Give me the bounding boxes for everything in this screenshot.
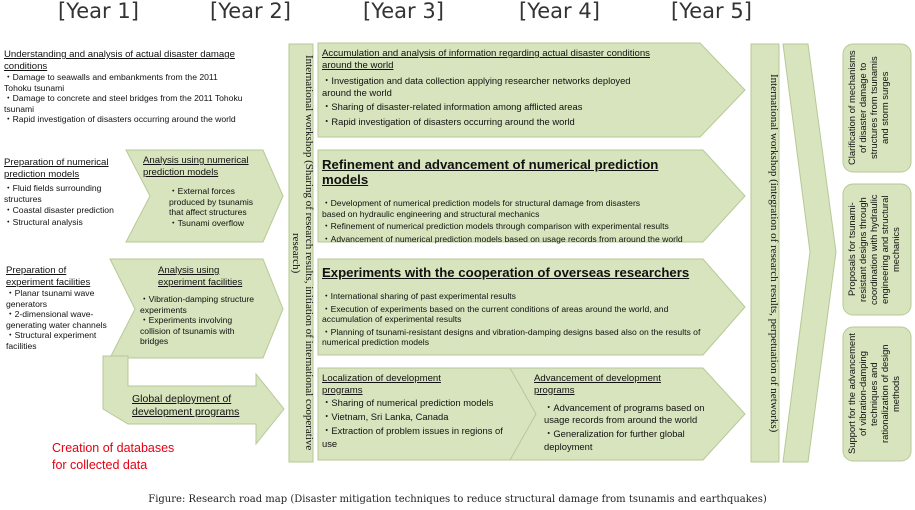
accumulation-block: Accumulation and analysis of information… (322, 48, 706, 128)
list-item: ・Damage to seawalls and embankments from… (4, 72, 218, 93)
year-2-label: [Year 2] (210, 0, 291, 23)
list-item: ・Sharing of disaster-related information… (322, 101, 583, 113)
prep-experiment-block: Preparation of experiment facilities ・Pl… (6, 265, 116, 352)
arrow-refinement (317, 149, 746, 243)
list-item: ・Fluid fields surrounding structures (4, 183, 102, 204)
list-item: ・Rapid investigation of disasters occurr… (322, 115, 575, 127)
creation-databases-label: Creation of databases for collected data (52, 441, 175, 472)
year-4-label: [Year 4] (519, 0, 600, 23)
list-item: ・Tsunami overflow (169, 217, 244, 228)
global-deployment-label: Global deployment of development program… (132, 393, 240, 418)
outcome-box-1 (842, 43, 912, 173)
list-item: ・External forces produced by tsunamis th… (169, 186, 254, 218)
list-item: ・Refinement of numerical prediction mode… (322, 221, 669, 232)
prep-numerical-list: ・Fluid fields surrounding structures ・Co… (4, 183, 129, 227)
list-item: ・Coastal disaster prediction (4, 205, 114, 216)
accumulation-heading: Accumulation and analysis of information… (322, 48, 650, 71)
list-item: ・International sharing of past experimen… (322, 291, 516, 301)
list-item: ・Vietnam, Sri Lanka, Canada (322, 411, 449, 423)
list-item: ・2-dimensional wave-generating water cha… (6, 309, 107, 330)
list-item: ・Experiments involving collision of tsun… (140, 315, 235, 347)
advancement-list: ・Advancement of programs based on usage … (534, 402, 714, 453)
list-item: ・Structural experiment facilities (6, 330, 97, 351)
analysis-numerical-block: Analysis using numerical prediction mode… (143, 155, 263, 228)
analysis-numerical-heading: Analysis using numerical prediction mode… (143, 155, 249, 178)
outcome-text-3: Support for the advancement of vibration… (846, 333, 901, 455)
list-item: ・Advancement of numerical prediction mod… (322, 233, 683, 244)
outcome-box-2 (842, 183, 912, 316)
prep-experiment-heading: Preparation of experiment facilities (6, 265, 91, 288)
workshop-2-label: International workshop (integration of r… (768, 73, 780, 433)
advancement-heading: Advancement of development programs (534, 373, 661, 396)
analysis-numerical-list: ・External forces produced by tsunamis th… (143, 186, 263, 228)
outcome-box-3 (842, 326, 912, 462)
arrow-experiments (317, 258, 746, 356)
understanding-heading: Understanding and analysis of actual dis… (4, 49, 235, 72)
refinement-block: Refinement and advancement of numerical … (322, 157, 707, 244)
list-item: ・Damage to concrete and steel bridges fr… (4, 93, 243, 114)
outcome-text-2: Proposals for tsunami-resistant designs … (846, 194, 901, 305)
workshop-2-bar (750, 43, 780, 463)
analysis-experiment-list: ・Vibration-damping structure experiments… (140, 294, 265, 347)
analysis-experiment-heading: Analysis using experiment facilities (158, 265, 243, 288)
list-item: ・Planning of tsunami-resistant designs a… (322, 326, 701, 348)
understanding-list: ・Damage to seawalls and embankments from… (4, 72, 244, 125)
prep-numerical-heading: Preparation of numerical prediction mode… (4, 157, 109, 180)
advancement-block: Advancement of development programs ・Adv… (534, 373, 714, 453)
year-5-label: [Year 5] (671, 0, 752, 23)
prep-experiment-list: ・Planar tsunami wave generators ・2-dimen… (6, 288, 116, 352)
outcome-chevron (782, 43, 837, 463)
arrow-global-deployment (102, 355, 285, 446)
list-item: ・Execution of experiments based on the c… (322, 303, 669, 325)
localization-heading: Localization of development programs (322, 373, 441, 396)
list-item: ・Investigation and data collection apply… (322, 75, 631, 99)
prep-numerical-block: Preparation of numerical prediction mode… (4, 157, 129, 227)
localization-list: ・Sharing of numerical prediction models … (322, 397, 512, 450)
list-item: ・Structural analysis (4, 216, 83, 227)
year-1-label: [Year 1] (58, 0, 139, 23)
workshop-1-label: International workshop (Sharing of resea… (290, 55, 315, 451)
list-item: ・Generalization for further global deplo… (544, 428, 685, 452)
refinement-list: ・Development of numerical prediction mod… (322, 198, 707, 244)
list-item: ・Rapid investigation of disasters occurr… (4, 114, 236, 125)
list-item: ・Planar tsunami wave generators (6, 288, 95, 309)
analysis-experiment-block: Analysis using experiment facilities ・Vi… (140, 265, 265, 347)
chevron-analysis-experiment (109, 258, 284, 359)
list-item: ・Extraction of problem issues in regions… (322, 425, 503, 449)
experiments-list: ・International sharing of past experimen… (322, 291, 707, 348)
workshop-1-bar (288, 43, 314, 463)
understanding-block: Understanding and analysis of actual dis… (4, 49, 244, 125)
localization-block: Localization of development programs ・Sh… (322, 373, 512, 450)
refinement-heading: Refinement and advancement of numerical … (322, 157, 659, 187)
experiments-heading: Experiments with the cooperation of over… (322, 265, 690, 280)
accumulation-list: ・Investigation and data collection apply… (322, 75, 706, 128)
year-3-label: [Year 3] (363, 0, 444, 23)
list-item: ・Vibration-damping structure experiments (140, 294, 255, 315)
experiments-block: Experiments with the cooperation of over… (322, 265, 707, 348)
chevron-analysis-numerical (125, 149, 284, 243)
arrow-advancement (509, 367, 746, 461)
outcome-text-1: Clarification of mechanisms of disaster … (846, 50, 890, 166)
figure-caption: Figure: Research road map (Disaster miti… (148, 494, 767, 505)
list-item: ・Advancement of programs based on usage … (544, 402, 705, 426)
list-item: ・Development of numerical prediction mod… (322, 198, 641, 219)
arrow-accumulation (317, 42, 746, 138)
list-item: ・Sharing of numerical prediction models (322, 397, 494, 408)
